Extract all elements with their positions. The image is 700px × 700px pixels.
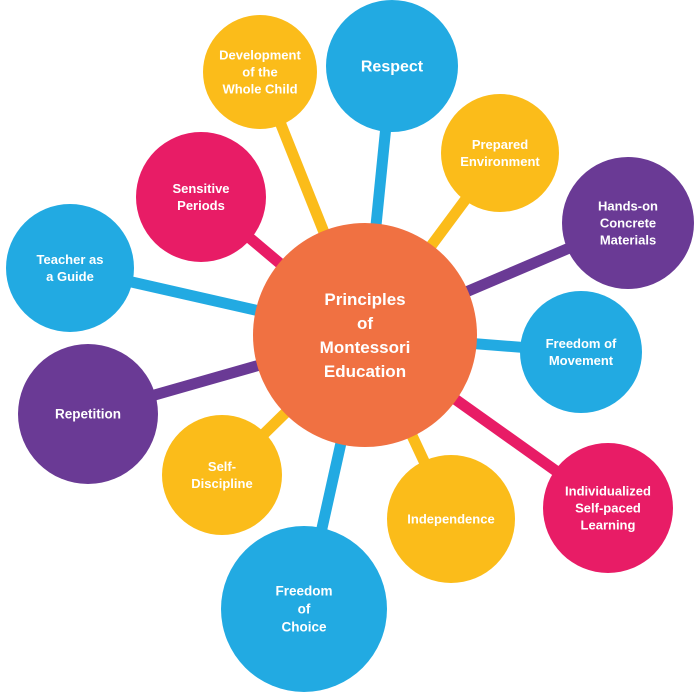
node-prepared-environment-line: Environment [460, 154, 540, 169]
node-freedom-of-movement-circle [520, 291, 642, 413]
node-teacher-as-guide-circle [6, 204, 134, 332]
node-freedom-of-movement-label: Freedom of Movement [546, 336, 617, 368]
node-respect-label: Respect [361, 59, 424, 76]
node-sensitive-periods-line: Periods [177, 198, 225, 213]
node-teacher-as-guide-line: a Guide [46, 269, 94, 284]
node-freedom-of-choice-line: Freedom [275, 584, 332, 599]
node-hands-on-concrete-materials-line: Concrete [600, 216, 656, 231]
node-respect-line: Respect [361, 59, 424, 76]
node-self-discipline-label: Self- Discipline [191, 459, 252, 491]
node-development-whole-child-line: Development [219, 48, 301, 63]
node-independence-label: Independence [407, 512, 494, 527]
center-line: Montessori [320, 338, 411, 357]
node-independence-circle [387, 455, 515, 583]
node-teacher-as-guide-line: Teacher as [37, 252, 104, 267]
node-hands-on-concrete-materials-line: Hands-on [598, 199, 658, 214]
node-repetition-label: Repetition [55, 407, 121, 422]
node-freedom-of-choice-circle [221, 526, 387, 692]
node-hands-on-concrete-materials-line: Materials [600, 233, 656, 248]
node-respect: Respect [326, 0, 458, 132]
node-self-discipline: Self- Discipline [162, 415, 282, 535]
node-development-whole-child-circle [203, 15, 317, 129]
node-self-discipline-circle [162, 415, 282, 535]
node-individualized-self-paced-learning-line: Self-paced [575, 501, 641, 516]
node-freedom-of-choice-line: Choice [281, 620, 327, 635]
node-repetition-circle [18, 344, 158, 484]
node-development-whole-child-line: Whole Child [222, 82, 297, 97]
node-self-discipline-line: Self- [208, 459, 236, 474]
node-prepared-environment-line: Prepared [472, 137, 528, 152]
center-line: Principles [324, 290, 405, 309]
node-sensitive-periods-circle [136, 132, 266, 262]
node-independence: Independence [387, 455, 515, 583]
center-circle [253, 223, 477, 447]
node-freedom-of-choice-line: of [298, 602, 311, 617]
node-repetition-line: Repetition [55, 407, 121, 422]
node-individualized-self-paced-learning-line: Individualized [565, 484, 651, 499]
node-self-discipline-line: Discipline [191, 476, 252, 491]
center-line: Education [324, 362, 406, 381]
node-individualized-self-paced-learning-circle [543, 443, 673, 573]
node-independence-line: Independence [407, 512, 494, 527]
node-freedom-of-movement-line: Freedom of [546, 336, 617, 351]
node-teacher-as-guide-label: Teacher as a Guide [37, 252, 104, 284]
center-line: of [357, 314, 373, 333]
node-sensitive-periods-line: Sensitive [172, 181, 229, 196]
node-individualized-self-paced-learning-line: Learning [581, 518, 636, 533]
node-respect-circle [326, 0, 458, 132]
node-freedom-of-movement-line: Movement [549, 353, 614, 368]
node-freedom-of-movement: Freedom of Movement [520, 291, 642, 413]
node-teacher-as-guide: Teacher as a Guide [6, 204, 134, 332]
node-prepared-environment-circle [441, 94, 559, 212]
node-hands-on-concrete-materials-circle [562, 157, 694, 289]
node-repetition: Repetition [18, 344, 158, 484]
node-development-whole-child-line: of the [242, 65, 277, 80]
